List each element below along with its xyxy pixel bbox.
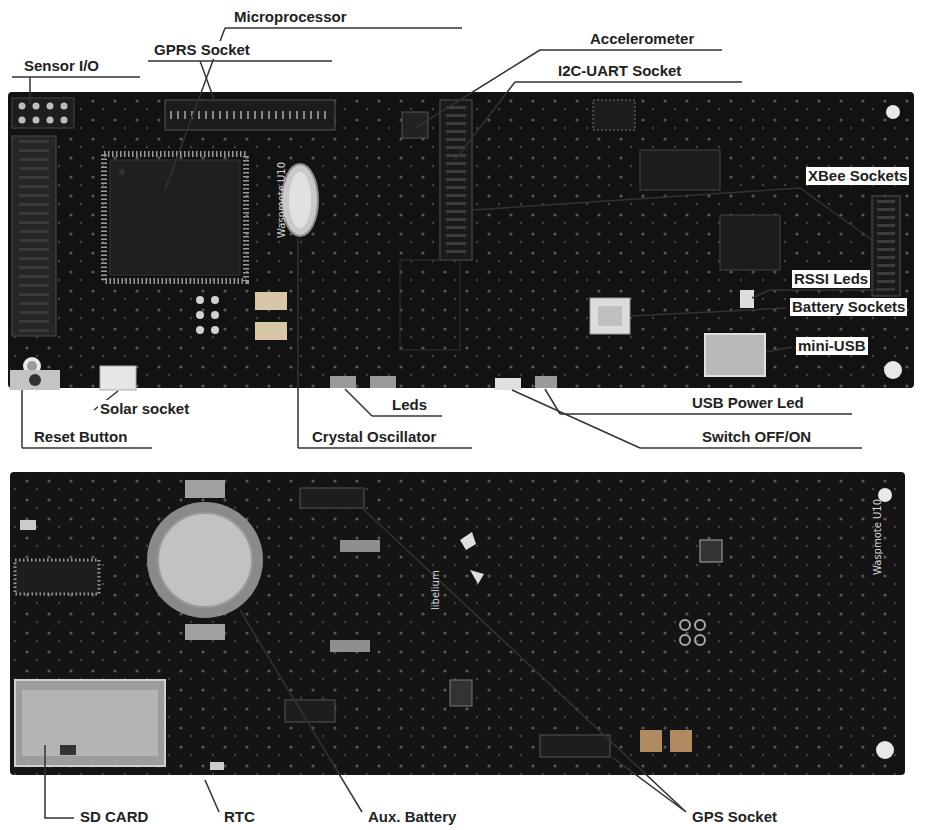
silkscreen-text: Waspmote U10 — [872, 499, 884, 575]
part-label: I2C-UART Socket — [556, 62, 683, 80]
part-label: XBee Sockets — [806, 167, 909, 185]
part-label: Reset Button — [32, 428, 129, 446]
part-label: Switch OFF/ON — [700, 428, 813, 446]
part-label: Battery Sockets — [790, 298, 907, 316]
part-label: GPRS Socket — [152, 41, 252, 59]
part-label: RTC — [222, 808, 257, 826]
part-label: GPS Socket — [690, 808, 779, 826]
part-label: USB Power Led — [690, 394, 806, 412]
part-label: Sensor I/O — [22, 57, 101, 75]
board-top — [8, 92, 914, 390]
part-label: Accelerometer — [588, 30, 696, 48]
part-label: Aux. Battery — [366, 808, 458, 826]
part-label: SD CARD — [78, 808, 150, 826]
part-label: Leds — [390, 396, 429, 414]
silkscreen-text: Waspmote U10 — [276, 162, 288, 238]
silkscreen-text: libelium — [430, 570, 442, 610]
part-label: RSSI Leds — [792, 270, 870, 288]
board-bottom — [10, 472, 905, 775]
part-label: mini-USB — [796, 337, 868, 355]
part-label: Microprocessor — [232, 8, 349, 26]
part-label: Solar socket — [98, 400, 191, 418]
part-label: Crystal Oscillator — [310, 428, 438, 446]
leader-lines — [12, 28, 895, 818]
